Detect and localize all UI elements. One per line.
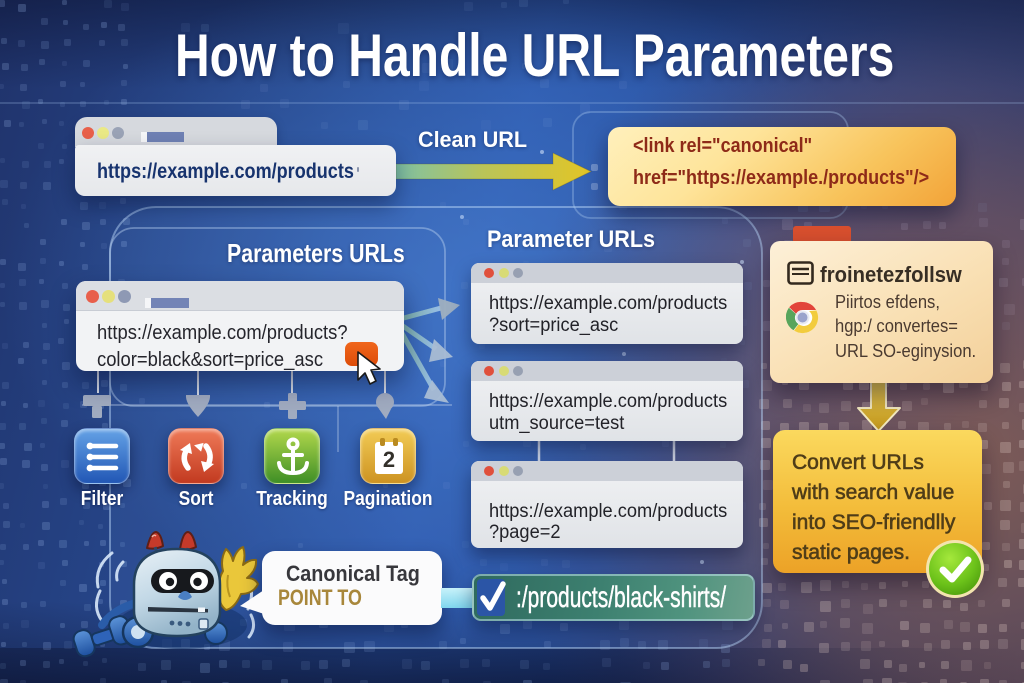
svg-text:2: 2: [383, 447, 395, 472]
